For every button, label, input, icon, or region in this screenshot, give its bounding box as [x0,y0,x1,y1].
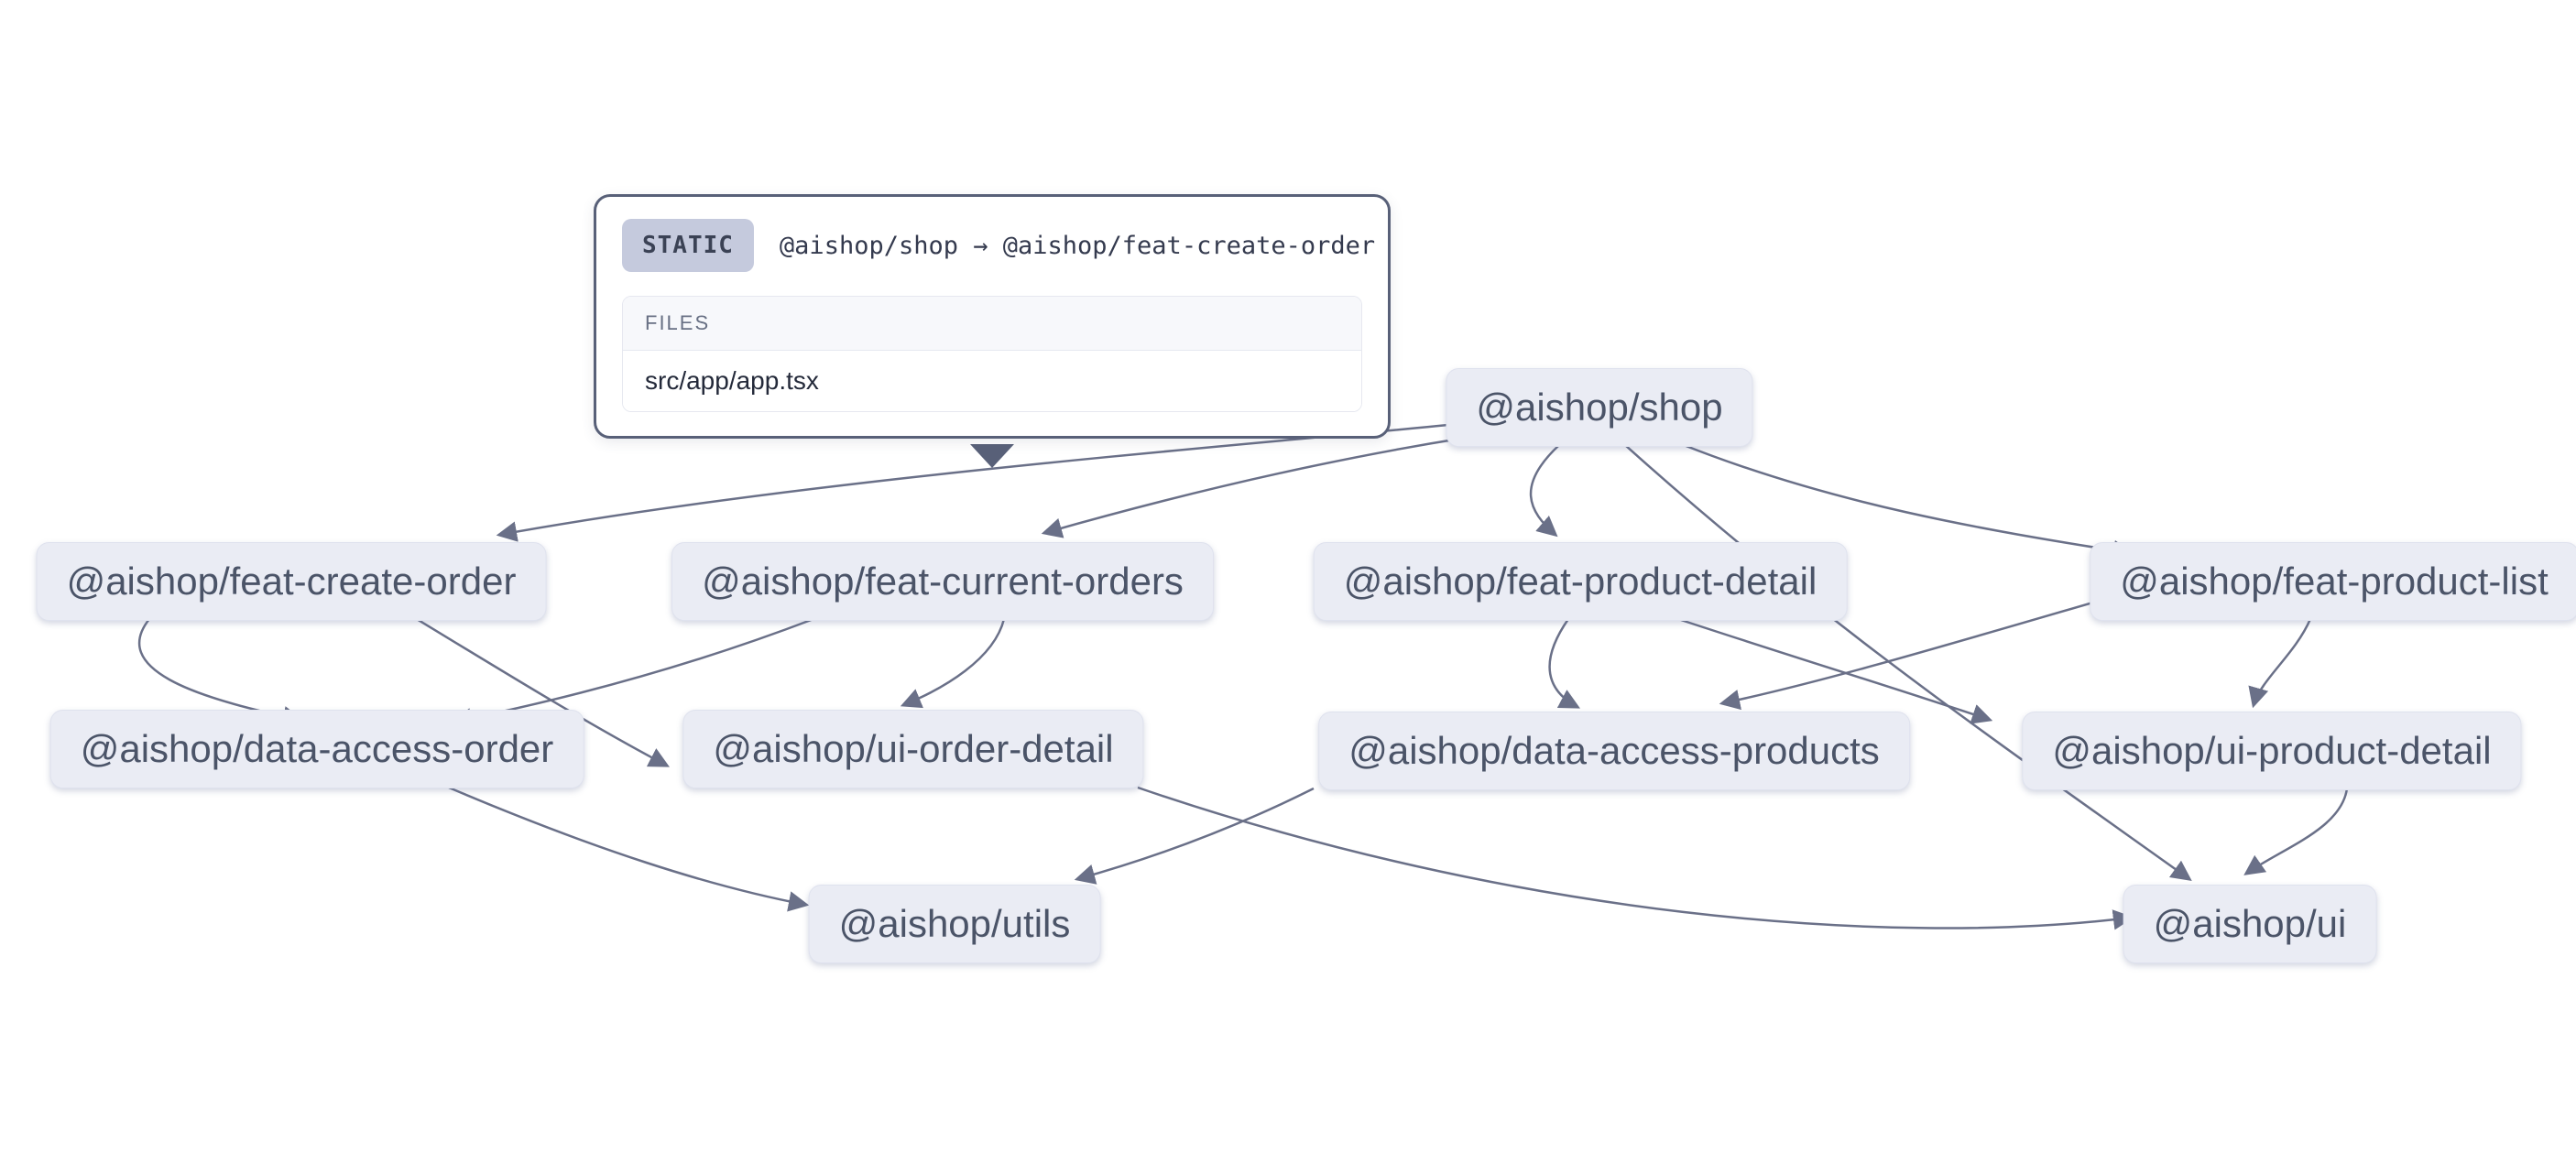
graph-edge-feat-current-orders-to-data-access-order[interactable] [451,617,814,729]
graph-edge-shop-to-feat-current-orders[interactable] [1041,436,1467,538]
graph-edge-feat-product-detail-to-data-access-products[interactable] [1548,618,1580,709]
graph-edge-shop-to-feat-product-list[interactable] [1683,443,2134,561]
tooltip-header: STATIC @aishop/shop → @aishop/feat-creat… [622,219,1375,272]
files-box: FILES src/app/app.tsx [622,296,1362,412]
graph-node-data-access-products[interactable]: @aishop/data-access-products [1318,712,1910,790]
graph-edge-feat-create-order-to-data-access-order[interactable] [137,618,304,727]
edge-tooltip: STATIC @aishop/shop → @aishop/feat-creat… [594,194,1391,439]
graph-edge-shop-to-ui[interactable] [1624,444,2192,881]
graph-node-data-access-order[interactable]: @aishop/data-access-order [49,710,584,788]
graph-edge-feat-product-list-to-ui-product-detail[interactable] [2248,618,2312,709]
tooltip-caret-icon [970,444,1014,468]
graph-node-feat-current-orders[interactable]: @aishop/feat-current-orders [671,542,1214,621]
graph-node-utils[interactable]: @aishop/utils [808,885,1101,963]
graph-edge-feat-product-list-to-data-access-products[interactable] [1719,593,2119,711]
dependency-type-badge: STATIC [622,219,754,272]
graph-edge-feat-current-orders-to-ui-order-detail[interactable] [900,618,1006,709]
file-row[interactable]: src/app/app.tsx [623,351,1361,411]
graph-edge-shop-to-feat-product-detail[interactable] [1529,444,1560,538]
graph-edge-data-access-order-to-utils[interactable] [448,786,810,912]
graph-node-feat-create-order[interactable]: @aishop/feat-create-order [36,542,547,621]
graph-edge-data-access-products-to-utils[interactable] [1074,787,1315,885]
graph-node-feat-product-list[interactable]: @aishop/feat-product-list [2090,542,2576,621]
graph-node-ui-product-detail[interactable]: @aishop/ui-product-detail [2022,712,2522,790]
graph-edge-shop-to-feat-create-order[interactable] [496,421,1467,542]
graph-node-ui[interactable]: @aishop/ui [2123,885,2377,963]
files-section-label: FILES [623,297,1361,351]
tooltip-edge-title: @aishop/shop → @aishop/feat-create-order [779,231,1376,260]
graph-node-feat-product-detail[interactable]: @aishop/feat-product-detail [1313,542,1848,621]
graph-node-shop[interactable]: @aishop/shop [1446,368,1753,447]
graph-node-ui-order-detail[interactable]: @aishop/ui-order-detail [682,710,1144,788]
graph-edge-feat-product-detail-to-ui-product-detail[interactable] [1677,617,1993,724]
graph-edge-ui-order-detail-to-ui[interactable] [1137,786,2134,930]
graph-edge-ui-product-detail-to-ui[interactable] [2243,788,2349,875]
files-list: src/app/app.tsx [623,351,1361,411]
